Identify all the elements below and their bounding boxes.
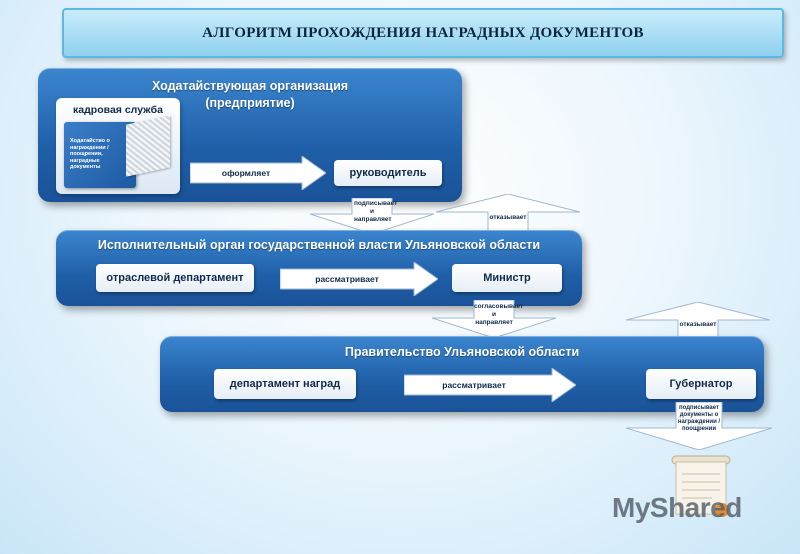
arrow-right-icon (404, 368, 576, 402)
document-paper-icon (126, 115, 170, 177)
arrow-down-icon (626, 402, 772, 450)
hr-service-label: кадровая служба (73, 104, 163, 116)
arrow-up-icon (626, 302, 770, 340)
manager-box: руководитель (334, 160, 442, 186)
minister-label: Министр (483, 272, 531, 284)
arrow-down-icon (432, 300, 556, 338)
documents-folder-icon: Ходатайство о награждении / поощрении, н… (64, 122, 136, 188)
arrow-reviews-2: рассматривает (280, 262, 438, 296)
arrow-prepares: оформляет (190, 156, 326, 190)
sector-department-label: отраслевой департамент (106, 272, 244, 284)
organization-title: Ходатайствующая организация (предприятие… (120, 78, 380, 112)
arrow-reviews-2-label: рассматривает (315, 274, 379, 284)
arrow-refuses-2-label: отказывает (679, 321, 717, 328)
diploma-scroll-icon (666, 452, 736, 522)
watermark-logo: MyShared (612, 492, 742, 523)
arrow-reviews-3: рассматривает (404, 368, 576, 402)
organization-title-line1: Ходатайствующая организация (151, 79, 349, 93)
arrow-approves-sends: согласовывает и направляет (432, 300, 556, 338)
folder-text: Ходатайство о награждении / поощрении, н… (70, 138, 110, 170)
awards-department-box: департамент наград (214, 369, 356, 399)
government-title: Правительство Ульяновской области (344, 345, 580, 359)
minister-box: Министр (452, 264, 562, 292)
executive-body-title: Исполнительный орган государственной вла… (97, 238, 541, 252)
sector-department-box: отраслевой департамент (96, 264, 254, 292)
manager-label: руководитель (349, 167, 427, 179)
arrow-reviews-3-label: рассматривает (442, 380, 506, 390)
title-banner: АЛГОРИТМ ПРОХОЖДЕНИЯ НАГРАДНЫХ ДОКУМЕНТО… (62, 8, 784, 58)
governor-box: Губернатор (646, 369, 756, 399)
arrow-approves-sends-label: согласовывает и направляет (474, 303, 524, 326)
arrow-down-icon (310, 198, 434, 234)
arrow-refuses-1: отказывает (436, 194, 580, 232)
arrow-right-icon (190, 156, 326, 190)
arrow-signs-sends-label: подписывает и направляет (354, 200, 398, 223)
arrow-right-icon (280, 262, 438, 296)
arrow-refuses-1-label: отказывает (489, 214, 527, 221)
governor-label: Губернатор (669, 378, 733, 390)
hr-service-card: кадровая служба Ходатайство о награждени… (56, 98, 180, 194)
arrow-signs-sends: подписывает и направляет (310, 198, 434, 234)
arrow-signs-award-docs: подписывает документы о награждении / по… (626, 402, 772, 450)
awards-department-label: департамент наград (229, 378, 341, 390)
page-title: АЛГОРИТМ ПРОХОЖДЕНИЯ НАГРАДНЫХ ДОКУМЕНТО… (202, 24, 644, 41)
arrow-prepares-label: оформляет (221, 168, 271, 178)
arrow-refuses-2: отказывает (626, 302, 770, 340)
arrow-up-icon (436, 194, 580, 232)
arrow-signs-award-docs-label: подписывает документы о награждении / по… (677, 405, 721, 432)
organization-title-line2: (предприятие) (205, 96, 295, 110)
